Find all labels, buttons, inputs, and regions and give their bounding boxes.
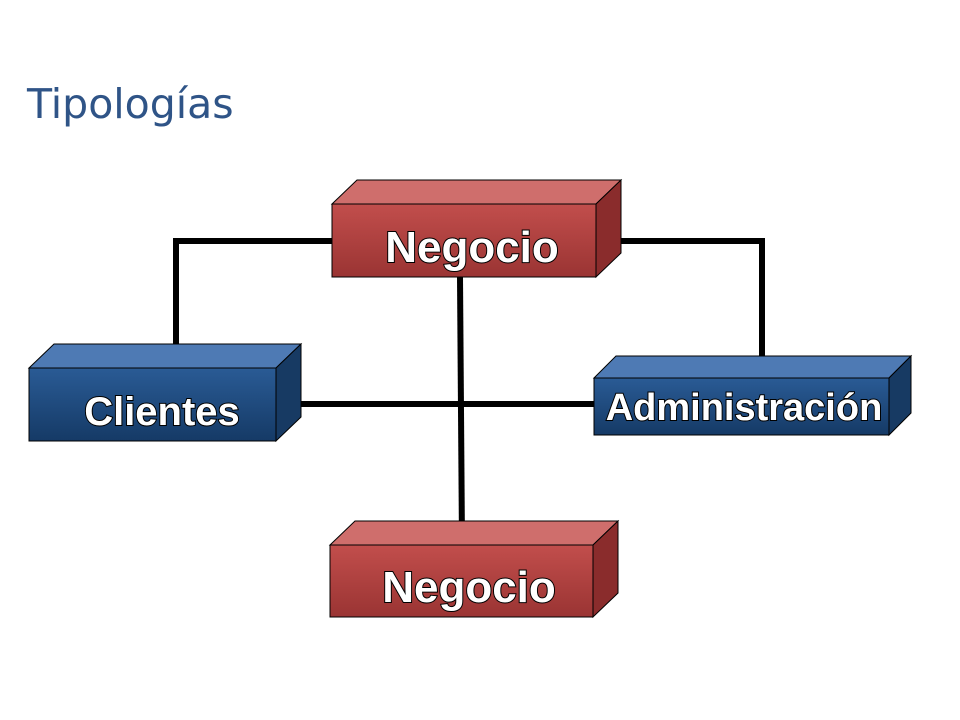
link-negocio-negocio xyxy=(456,273,466,549)
node-negocio-top: Negocio xyxy=(330,178,623,279)
node-label: Clientes xyxy=(84,390,240,434)
box-front-face xyxy=(331,203,597,278)
node-administracion: Administración xyxy=(592,354,913,437)
box-top-face xyxy=(27,343,303,369)
box-top-face xyxy=(328,520,620,546)
page-title: Tipologías xyxy=(27,80,234,128)
node-label: Administración xyxy=(606,387,883,429)
node-clientes: Clientes xyxy=(27,342,303,443)
box-front-face xyxy=(28,367,277,442)
link-negocio-clientes xyxy=(173,238,335,348)
connectors xyxy=(173,238,765,549)
node-label: Negocio xyxy=(382,563,556,612)
box-top-face xyxy=(330,179,623,205)
box-front-face xyxy=(593,377,890,436)
node-negocio-bottom: Negocio xyxy=(328,519,620,619)
link-negocio-administracion xyxy=(595,238,765,359)
box-top-face xyxy=(592,355,913,379)
box-front-face xyxy=(329,544,594,618)
node-label: Negocio xyxy=(385,223,559,272)
